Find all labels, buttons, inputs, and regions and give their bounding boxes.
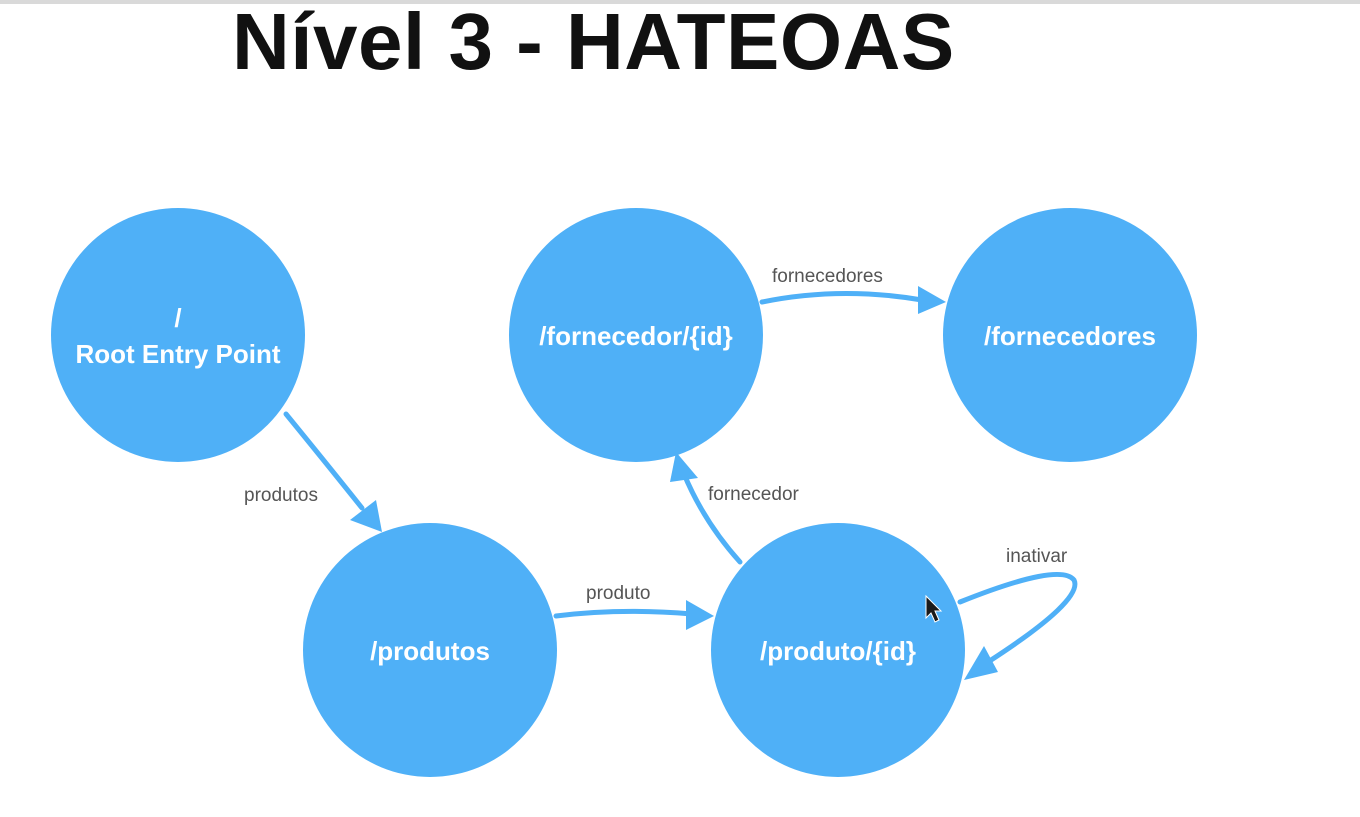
node-circle bbox=[711, 523, 965, 777]
node-produto-id-label: /produto/{id} bbox=[760, 636, 916, 666]
edge-fornecedor: fornecedor bbox=[670, 452, 800, 565]
edge-produtos: produtos bbox=[244, 411, 382, 532]
node-circle bbox=[509, 208, 763, 462]
page-title: Nível 3 - HATEOAS bbox=[232, 0, 955, 86]
edge-line bbox=[759, 290, 925, 305]
arrow-head-icon bbox=[686, 600, 714, 630]
node-root-label: Root Entry Point bbox=[75, 339, 280, 369]
mouse-pointer-icon bbox=[925, 594, 943, 623]
node-fornecedores: /fornecedores bbox=[943, 208, 1197, 462]
edge-fornecedores: fornecedores bbox=[759, 266, 946, 314]
arrow-head-icon bbox=[918, 286, 946, 314]
edge-label-produto: produto bbox=[586, 583, 650, 604]
edge-inativar: inativar bbox=[957, 546, 1078, 680]
node-circle bbox=[51, 208, 305, 462]
arrow-head-icon bbox=[964, 646, 998, 680]
edge-label-inativar: inativar bbox=[1006, 546, 1068, 567]
edge-produto: produto bbox=[553, 583, 714, 630]
edge-line bbox=[957, 571, 1078, 665]
node-produtos-label: /produtos bbox=[370, 636, 490, 666]
node-produtos: /produtos bbox=[303, 523, 557, 777]
arrow-head-icon bbox=[350, 500, 382, 532]
edge-label-fornecedores: fornecedores bbox=[772, 266, 883, 287]
node-circle bbox=[943, 208, 1197, 462]
node-fornecedor-id: /fornecedor/{id} bbox=[509, 208, 763, 462]
node-root-slash: / bbox=[174, 303, 181, 333]
edge-line bbox=[283, 411, 365, 511]
node-root-entry-point: / Root Entry Point bbox=[51, 208, 305, 462]
arrow-head-icon bbox=[670, 452, 698, 482]
top-border bbox=[0, 0, 1360, 4]
edge-label-fornecedor: fornecedor bbox=[708, 484, 800, 505]
node-produto-id: /produto/{id} bbox=[711, 523, 965, 777]
edge-label-produtos: produtos bbox=[244, 485, 318, 506]
edge-line bbox=[681, 471, 743, 565]
node-fornecedor-id-label: /fornecedor/{id} bbox=[539, 321, 733, 351]
node-circle bbox=[303, 523, 557, 777]
edge-line bbox=[553, 608, 695, 619]
node-fornecedores-label: /fornecedores bbox=[984, 321, 1156, 351]
